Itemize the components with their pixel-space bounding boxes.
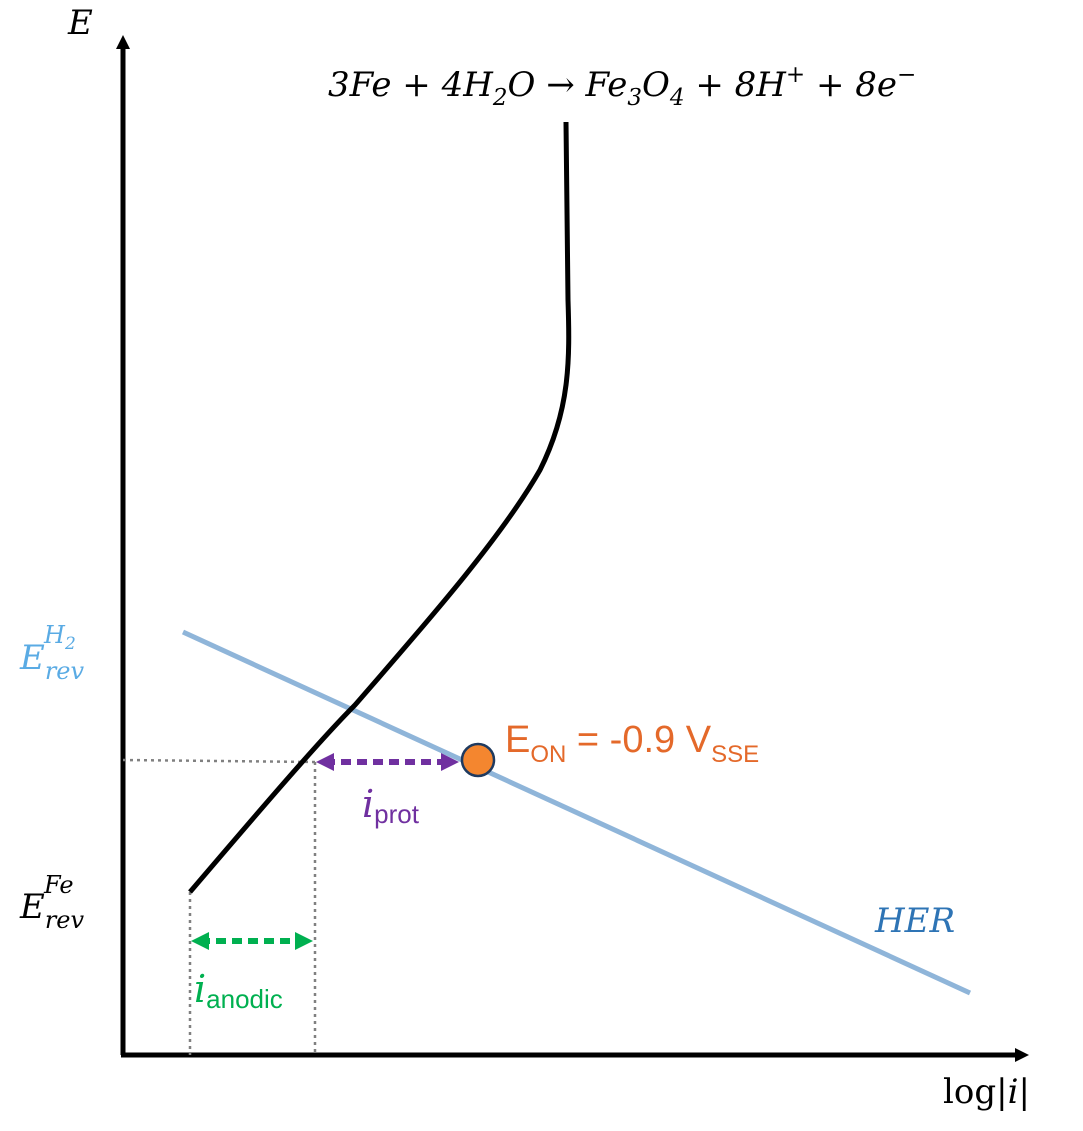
reaction-equation: 3Fe + 4H2O → Fe3O4 + 8H+ + 8e− <box>328 62 916 111</box>
x-axis-label: log|i| <box>943 1072 1030 1112</box>
fe-oxidation-curve <box>188 121 572 894</box>
operating-point-marker <box>460 742 496 778</box>
i-prot-label: iprot <box>362 782 420 829</box>
e-rev-h2-label: Erev <box>19 638 85 685</box>
e-rev-h2-superscript: H2 <box>43 621 76 654</box>
e-on-guide-line <box>122 758 316 764</box>
her-label: HER <box>874 901 955 941</box>
y-axis-label: E <box>67 3 93 43</box>
i-anodic-label: ianodic <box>194 967 283 1014</box>
e-rev-fe-superscript: Fe <box>43 871 74 899</box>
e-rev-fe-label: Erev <box>19 887 85 934</box>
e-on-label: EON = -0.9 VSSE <box>505 719 759 768</box>
her-line <box>181 629 972 996</box>
